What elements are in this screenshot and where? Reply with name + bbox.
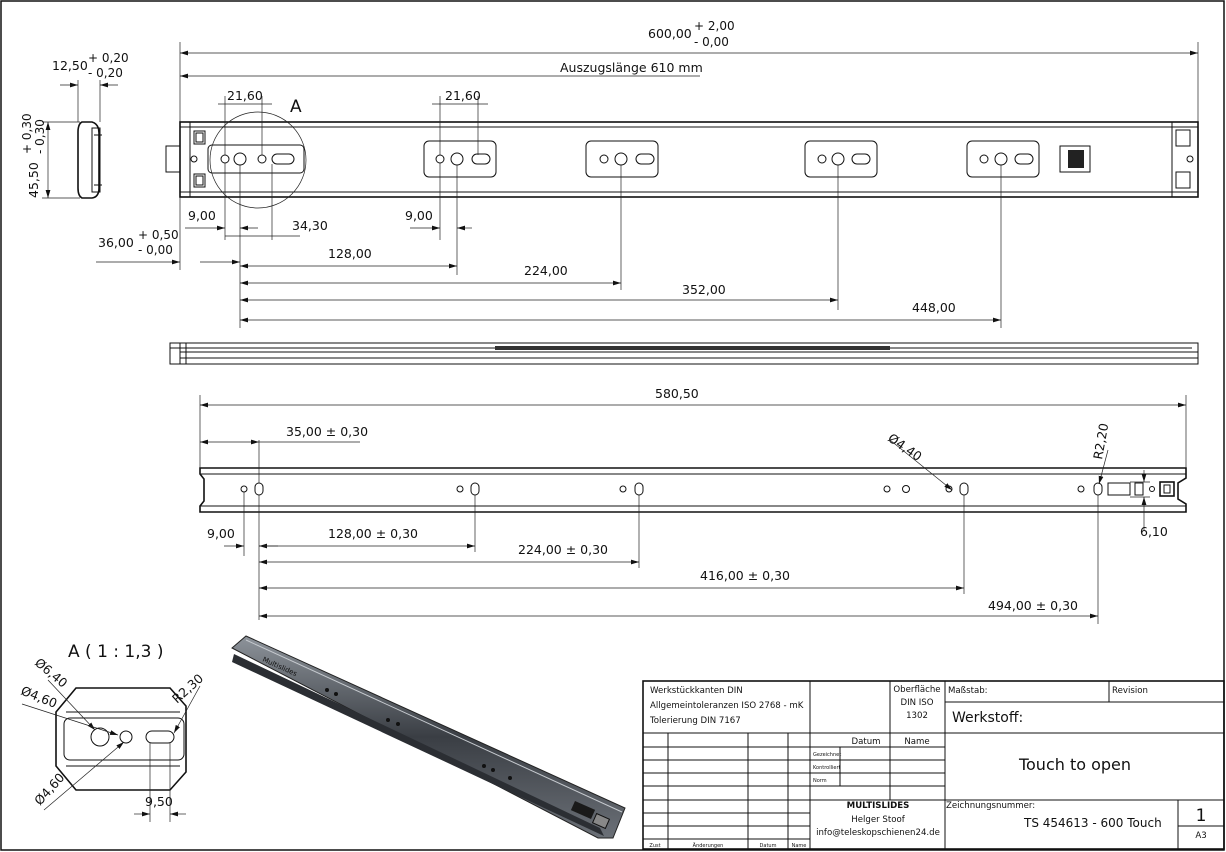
sheet-number: 1 (1196, 806, 1207, 826)
rail-dist-416-label: 416,00 ± 0,30 (700, 568, 790, 583)
slot-group-1 (207, 144, 305, 174)
revision-label: Revision (1112, 686, 1148, 696)
note-2: Allgemeintoleranzen ISO 2768 - mK (650, 701, 804, 711)
slot-offset-label: 34,30 (292, 218, 328, 233)
rev-col-name: Name (792, 843, 807, 849)
thickness-label: 12,50 (52, 58, 88, 73)
rev-col-date: Datum (760, 843, 777, 849)
name-header: Name (904, 737, 929, 747)
start-offset-label: 36,00 (98, 235, 134, 250)
hole-diameter-label: Ø4,40 (885, 430, 925, 464)
start-tol-plus: + 0,50 (138, 228, 179, 242)
drawing-title: Touch to open (1018, 755, 1131, 774)
extension-length-label: Auszugslänge 610 mm (560, 60, 703, 75)
slide-3d-render: Multislides (231, 635, 626, 839)
title-block: Werkstückkanten DIN Allgemeintoleranzen … (642, 680, 1225, 850)
side-elevation (169, 342, 1199, 365)
spacing-a-label: 21,60 (227, 88, 263, 103)
overall-tol-minus: - 0,00 (694, 35, 729, 49)
detail-dia-460b: Ø4,60 (31, 770, 67, 808)
row-norm: Norm (813, 778, 827, 784)
slot-group-4 (804, 140, 878, 178)
height-tol-minus: - 0,30 (33, 119, 47, 154)
top-view: 600,00 + 2,00 - 0,00 Auszugslänge 610 mm (96, 19, 1199, 328)
rail-dist-494-label: 494,00 ± 0,30 (988, 598, 1078, 613)
detail-dia-640: Ø6,40 (32, 655, 71, 691)
company-name: MULTISLIDES (847, 801, 910, 811)
overall-length-label: 600,00 (648, 26, 692, 41)
sheet-format: A3 (1195, 831, 1206, 841)
end-offset-label: 6,10 (1140, 524, 1168, 539)
overall-tol-plus: + 2,00 (694, 19, 735, 33)
rail-length-label: 580,50 (655, 386, 699, 401)
first-hole-label: 35,00 ± 0,30 (286, 424, 368, 439)
detail-a-marker: A (290, 97, 302, 117)
material-label: Werkstoff: (952, 710, 1023, 726)
thickness-tol-minus: - 0,20 (88, 66, 123, 80)
detail-a-title: A ( 1 : 1,3 ) (68, 642, 164, 662)
radius-label: R2,20 (1090, 422, 1111, 461)
slide-body (179, 121, 1199, 198)
rail-pitch-label: 9,00 (207, 526, 235, 541)
pitch-b-label: 9,00 (405, 208, 433, 223)
drafter-name: Helger Stoof (851, 815, 905, 825)
dist-448-label: 448,00 (912, 300, 956, 315)
row-drawn: Gezeichnet (813, 752, 841, 758)
dist-352-label: 352,00 (682, 282, 726, 297)
drawing-no-label: Zeichnungsnummer: (946, 801, 1035, 811)
detail-radius: R2,30 (169, 671, 206, 707)
surface-spec: DIN ISO (900, 698, 933, 708)
thickness-tol-plus: + 0,20 (88, 51, 129, 65)
row-checked: Kontrolliert (813, 765, 841, 771)
dist-224-label: 224,00 (524, 263, 568, 278)
rev-col-zust: Zust (649, 843, 660, 849)
dist-128-label: 128,00 (328, 246, 372, 261)
height-tol-plus: + 0,30 (20, 113, 34, 154)
side-profile: 12,50 + 0,20 - 0,20 45,50 + 0,30 - 0,30 (20, 51, 129, 199)
note-1: Werkstückkanten DIN (650, 686, 743, 696)
height-label: 45,50 (26, 162, 41, 198)
spacing-b-label: 21,60 (445, 88, 481, 103)
rail-dist-224-label: 224,00 ± 0,30 (518, 542, 608, 557)
drawing-number: TS 454613 - 600 Touch (1023, 816, 1162, 830)
slot-group-3 (585, 140, 659, 178)
rail-dist-128-label: 128,00 ± 0,30 (328, 526, 418, 541)
detail-a-circle (209, 111, 307, 209)
start-tol-minus: - 0,00 (138, 243, 173, 257)
detail-width: 9,50 (145, 794, 173, 809)
pitch-a-label: 9,00 (188, 208, 216, 223)
surface-spec2: 1302 (906, 711, 928, 721)
note-3: Tolerierung DIN 7167 (649, 716, 741, 726)
slot-group-5 (966, 140, 1040, 178)
rev-col-changes: Änderungen (693, 842, 724, 849)
scale-label: Maßstab: (948, 686, 988, 696)
surface-label: Oberfläche (893, 685, 940, 695)
rail-view: 580,50 35,00 ± 0,30 Ø4,40 R2,20 6,10 9,0… (199, 386, 1187, 624)
detail-dia-460a: Ø4,60 (19, 683, 60, 711)
detail-a-view: A ( 1 : 1,3 ) Ø6,40 Ø4,60 Ø4,60 R2,30 9,… (19, 642, 206, 822)
datum-header: Datum (851, 737, 880, 747)
slot-group-2 (423, 140, 497, 178)
company-email: info@teleskopschienen24.de (816, 828, 940, 838)
